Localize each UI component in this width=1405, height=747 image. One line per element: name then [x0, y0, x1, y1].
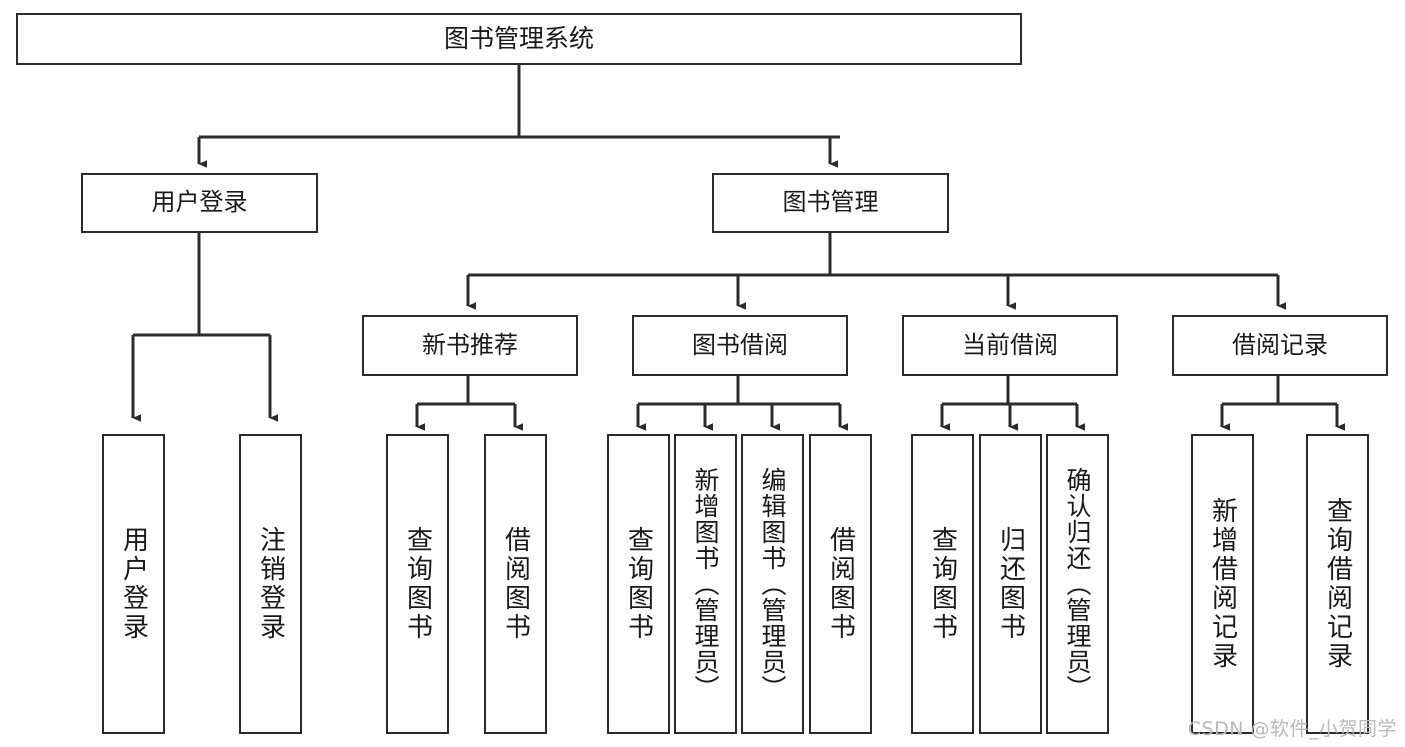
node-label: 图书借阅 — [692, 330, 788, 359]
node-label: 图书管理 — [782, 188, 879, 217]
node-current-borrow[interactable]: 当前借阅 — [902, 315, 1118, 376]
leaf-book-borrow-add-book-admin[interactable]: 新增图书（管理员） — [674, 434, 737, 734]
node-label: 查询图书 — [402, 526, 433, 642]
leaf-borrow-record-query-record[interactable]: 查询借阅记录 — [1306, 434, 1369, 734]
leaf-new-book-query-book[interactable]: 查询图书 — [386, 434, 449, 734]
node-label: 归还图书 — [995, 526, 1026, 642]
node-label: 查询图书 — [927, 526, 958, 642]
leaf-current-borrow-return-book[interactable]: 归还图书 — [979, 434, 1042, 734]
node-label: 当前借阅 — [962, 330, 1058, 359]
node-label: 注销登录 — [255, 526, 286, 642]
leaf-new-book-borrow-book[interactable]: 借阅图书 — [484, 434, 547, 734]
node-label: 用户登录 — [118, 526, 149, 642]
node-root-system[interactable]: 图书管理系统 — [16, 13, 1022, 65]
node-label: 新书推荐 — [422, 330, 518, 359]
leaf-current-borrow-confirm-return-admin[interactable]: 确认归还（管理员） — [1046, 434, 1109, 734]
watermark-text: CSDN @软件_小贺同学 — [1187, 718, 1397, 740]
leaf-current-borrow-query-book[interactable]: 查询图书 — [911, 434, 974, 734]
node-user-login[interactable]: 用户登录 — [81, 173, 318, 233]
node-borrow-record[interactable]: 借阅记录 — [1172, 315, 1388, 376]
leaf-user-login-login[interactable]: 用户登录 — [102, 434, 165, 734]
leaf-borrow-record-add-record[interactable]: 新增借阅记录 — [1191, 434, 1254, 734]
node-new-book-recommend[interactable]: 新书推荐 — [362, 315, 578, 376]
node-book-borrow[interactable]: 图书借阅 — [632, 315, 848, 376]
node-label: 确认归还（管理员） — [1063, 467, 1092, 701]
node-label: 编辑图书（管理员） — [758, 467, 787, 701]
node-label: 新增借阅记录 — [1207, 497, 1238, 671]
node-label: 图书管理系统 — [443, 23, 594, 53]
leaf-user-login-logout[interactable]: 注销登录 — [239, 434, 302, 734]
leaf-book-borrow-borrow-book[interactable]: 借阅图书 — [809, 434, 872, 734]
node-label: 查询借阅记录 — [1322, 497, 1353, 671]
node-label: 借阅记录 — [1232, 330, 1328, 359]
leaf-book-borrow-edit-book-admin[interactable]: 编辑图书（管理员） — [741, 434, 804, 734]
node-book-management[interactable]: 图书管理 — [712, 173, 949, 233]
node-label: 查询图书 — [623, 526, 654, 642]
node-label: 用户登录 — [151, 188, 248, 217]
node-label: 借阅图书 — [825, 526, 856, 642]
leaf-book-borrow-query-book[interactable]: 查询图书 — [607, 434, 670, 734]
node-label: 新增图书（管理员） — [691, 467, 720, 701]
node-label: 借阅图书 — [500, 526, 531, 642]
